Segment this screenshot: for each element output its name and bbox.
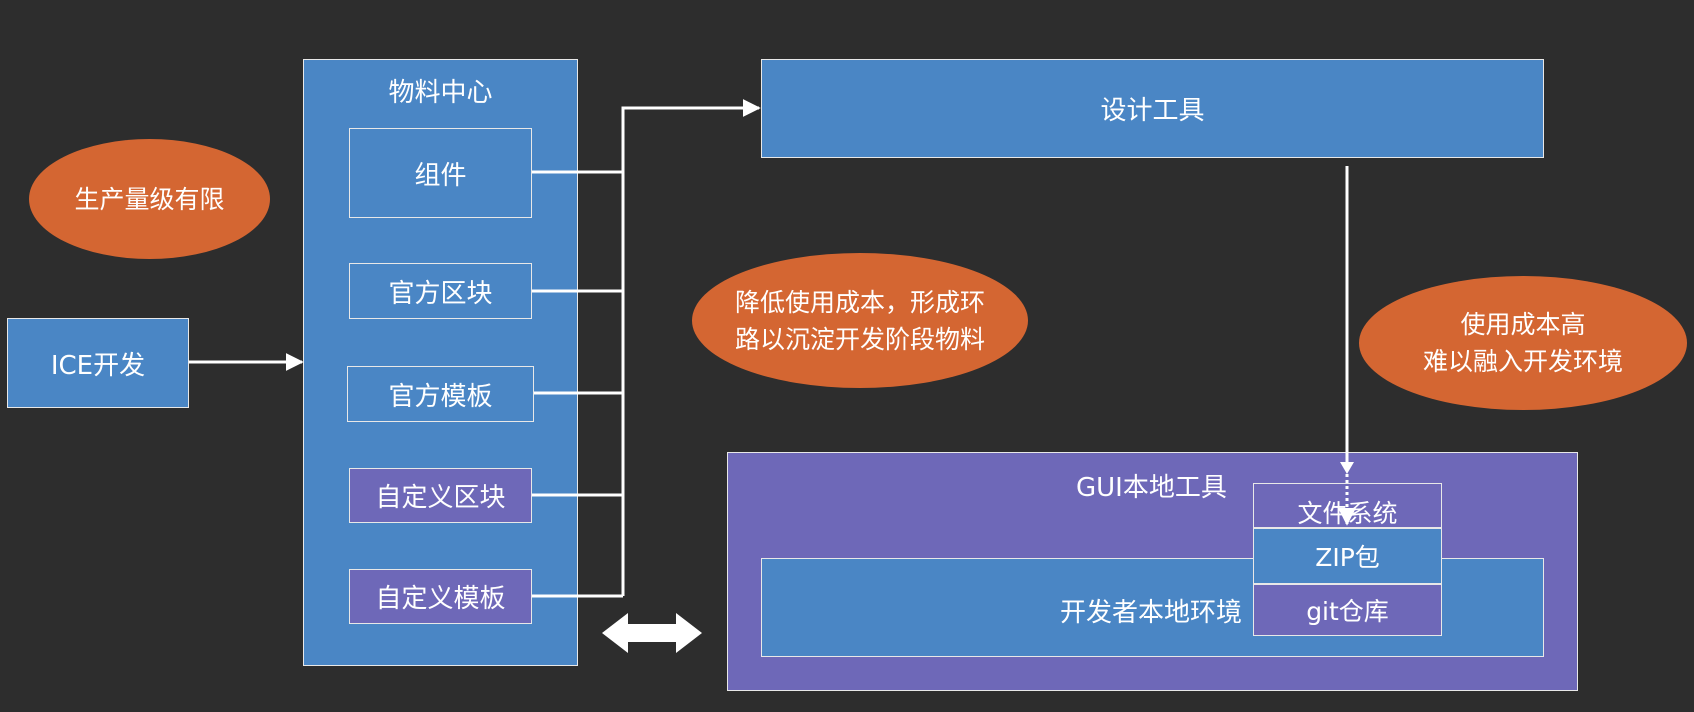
limited-production-callout: 生产量级有限 [29, 139, 270, 259]
git-repo-node: git仓库 [1253, 584, 1442, 636]
reduce-cost-line2: 路以沉淀开发阶段物料 [734, 324, 985, 354]
high-cost-line1: 使用成本高 [1460, 310, 1586, 339]
components-label: 组件 [414, 160, 467, 191]
design-tools-node: 设计工具 [761, 59, 1544, 158]
ice-dev-node: ICE开发 [7, 318, 189, 408]
ice-dev-label: ICE开发 [50, 350, 146, 381]
design-tools-label: 设计工具 [1100, 96, 1205, 126]
custom-templates-node: 自定义模板 [349, 569, 532, 624]
dev-local-env-label: 开发者本地环境 [1060, 598, 1243, 628]
components-node: 组件 [349, 128, 532, 218]
zip-package-node: ZIP包 [1253, 528, 1442, 584]
high-cost-callout: 使用成本高 难以融入开发环境 [1359, 276, 1687, 410]
down-arrow-head [1340, 462, 1354, 474]
trunk-to-design-arrow [621, 99, 761, 596]
gui-local-tool-title: GUI本地工具 [1076, 473, 1227, 503]
official-blocks-label: 官方区块 [388, 278, 493, 309]
high-cost-line2: 难以融入开发环境 [1422, 347, 1623, 376]
git-repo-label: git仓库 [1306, 597, 1389, 626]
zip-package-label: ZIP包 [1315, 543, 1380, 572]
custom-blocks-node: 自定义区块 [349, 468, 532, 523]
reduce-cost-line1: 降低使用成本，形成环 [734, 287, 985, 317]
official-templates-node: 官方模板 [347, 366, 534, 422]
limited-production-text: 生产量级有限 [74, 184, 225, 214]
official-blocks-node: 官方区块 [349, 263, 532, 319]
custom-blocks-label: 自定义区块 [375, 483, 506, 513]
material-center-title: 物料中心 [388, 78, 493, 108]
official-templates-label: 官方模板 [388, 381, 493, 412]
custom-templates-label: 自定义模板 [375, 584, 506, 614]
reduce-cost-callout: 降低使用成本，形成环 路以沉淀开发阶段物料 [692, 253, 1028, 388]
double-arrow-icon [602, 613, 702, 653]
